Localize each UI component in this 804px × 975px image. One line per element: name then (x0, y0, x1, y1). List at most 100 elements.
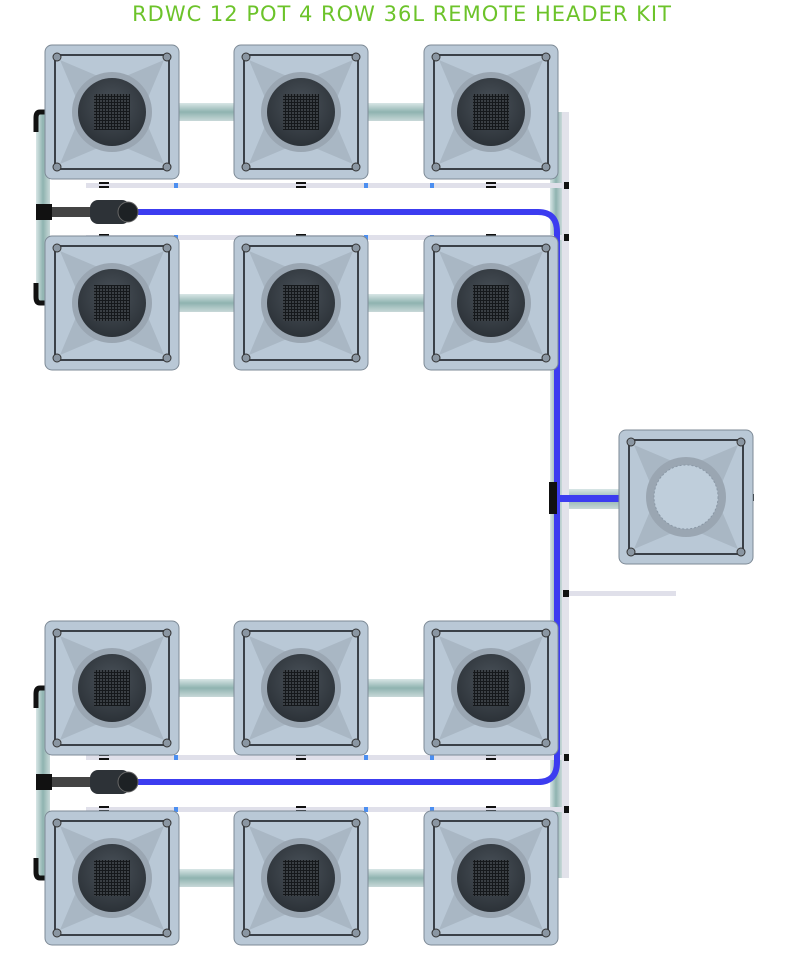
corner-clip (431, 243, 441, 253)
corner-clip (241, 928, 251, 938)
net-pot-mesh (94, 94, 130, 130)
corner-clip (162, 353, 172, 363)
level-tick (296, 806, 306, 808)
corner-clip (626, 547, 636, 557)
corner-clip (162, 628, 172, 638)
net-pot-mesh (473, 94, 509, 130)
corner-clip (351, 928, 361, 938)
corner-clip (351, 243, 361, 253)
net-pot-mesh (473, 670, 509, 706)
elbow-fitting (33, 109, 50, 132)
corner-clip (162, 52, 172, 62)
tank-lid (653, 464, 719, 530)
corner-clip (162, 162, 172, 172)
level-marker (364, 183, 368, 188)
corner-clip (351, 52, 361, 62)
corner-clip (162, 928, 172, 938)
pot (44, 810, 180, 946)
clip (564, 182, 569, 189)
pot-rim (54, 54, 170, 170)
diagram-title: RDWC 12 POT 4 ROW 36L REMOTE HEADER KIT (132, 2, 672, 26)
pot-rim (433, 820, 549, 936)
level-tick (296, 182, 306, 184)
corner-clip (541, 818, 551, 828)
clip (564, 806, 569, 813)
pot-rim (433, 630, 549, 746)
pot (44, 235, 180, 371)
corner-clip (351, 818, 361, 828)
corner-clip (241, 818, 251, 828)
connector-pipe (367, 679, 425, 697)
pot (44, 44, 180, 180)
corner-clip (162, 243, 172, 253)
pot (233, 810, 369, 946)
level-tick (99, 234, 109, 236)
pump-head (117, 771, 139, 793)
corner-clip (541, 738, 551, 748)
elbow-fitting (33, 858, 50, 881)
level-tick (99, 182, 109, 184)
remote-tank-body (618, 429, 754, 565)
pump-head (117, 201, 139, 223)
level-marker (174, 755, 178, 760)
net-pot-mesh (283, 670, 319, 706)
net-pot-mesh (94, 285, 130, 321)
corner-clip (351, 353, 361, 363)
level-tick (486, 182, 496, 184)
pot (423, 620, 559, 756)
pot-rim (54, 820, 170, 936)
corner-clip (431, 162, 441, 172)
valve-fitting (52, 777, 92, 787)
connector-pipe (367, 103, 425, 121)
net-pot-mesh (94, 860, 130, 896)
clip (564, 754, 569, 761)
connector-pipe (178, 679, 235, 697)
corner-clip (241, 162, 251, 172)
net-pot-mesh (283, 285, 319, 321)
corner-clip (351, 628, 361, 638)
net-pot-mesh (94, 670, 130, 706)
pot-rim (243, 245, 359, 361)
corner-clip (431, 628, 441, 638)
corner-clip (351, 738, 361, 748)
level-line (86, 807, 565, 812)
corner-clip (162, 738, 172, 748)
pot-rim (433, 245, 549, 361)
corner-clip (241, 738, 251, 748)
elbow-fitting (33, 685, 50, 708)
connector-pipe (367, 294, 425, 312)
corner-clip (541, 628, 551, 638)
pot-rim (243, 54, 359, 170)
pot-rim (54, 630, 170, 746)
corner-clip (541, 162, 551, 172)
level-tick (296, 234, 306, 236)
corner-clip (241, 52, 251, 62)
corner-clip (52, 738, 62, 748)
connector-pipe (367, 869, 425, 887)
corner-clip (541, 353, 551, 363)
connector-pipe (178, 294, 235, 312)
corner-clip (431, 52, 441, 62)
level-marker (430, 807, 434, 812)
corner-clip (52, 52, 62, 62)
return-line (130, 497, 560, 785)
pot (423, 44, 559, 180)
level-tick (486, 186, 496, 188)
corner-clip (541, 52, 551, 62)
pipework (33, 103, 676, 887)
pot-rim (433, 54, 549, 170)
level-tick (99, 758, 109, 760)
corner-clip (431, 353, 441, 363)
tee-fitting (36, 204, 52, 220)
corner-clip (52, 353, 62, 363)
corner-clip (626, 437, 636, 447)
corner-clip (241, 353, 251, 363)
level-tick (296, 758, 306, 760)
level-tick (486, 758, 496, 760)
corner-clip (52, 928, 62, 938)
level-tick (486, 806, 496, 808)
pot-rim (243, 820, 359, 936)
level-marker (174, 183, 178, 188)
tee-fitting (549, 482, 557, 514)
pot (44, 620, 180, 756)
